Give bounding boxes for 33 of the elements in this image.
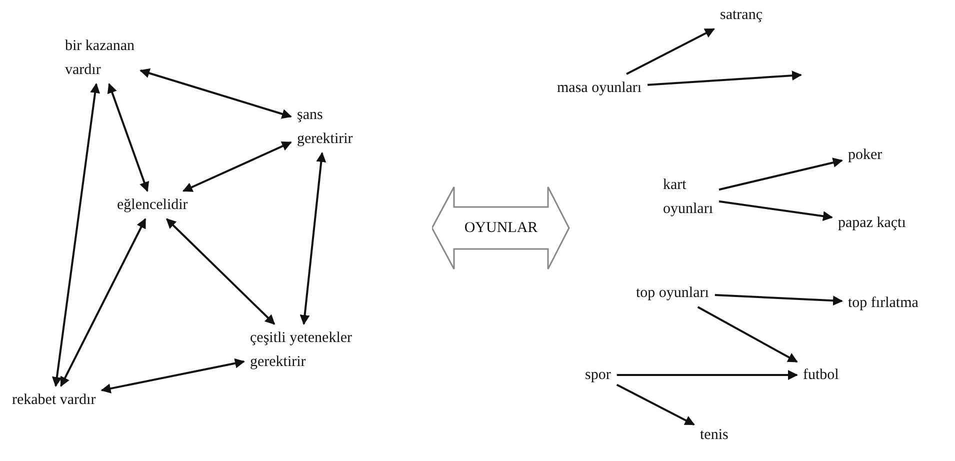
arrow [648, 70, 802, 86]
node-label: çeşitli yetenekler gerektirir [250, 329, 354, 372]
arrow [626, 28, 715, 75]
arrow [718, 158, 843, 191]
node-label: eğlencelidir [117, 196, 189, 215]
arrow [107, 83, 150, 192]
node-label: satranç [720, 6, 764, 25]
arrow [60, 218, 146, 387]
node-label: kart oyunları [663, 176, 714, 219]
arrow [714, 294, 843, 306]
node-label: tenis [700, 426, 730, 445]
arrow [697, 306, 798, 363]
node-label: spor [585, 366, 612, 385]
arrow [300, 152, 326, 325]
double-arrow-shape [432, 185, 570, 271]
arrow [140, 68, 292, 119]
arrow [616, 384, 695, 426]
arrow [52, 83, 100, 387]
node-label: papaz kaçtı [838, 214, 907, 233]
arrow [166, 218, 276, 325]
arrow [718, 200, 833, 222]
node-label: top fırlatma [848, 294, 920, 313]
arrow [182, 141, 292, 192]
node-label: poker [848, 146, 884, 165]
node-label: top oyunları [636, 284, 710, 303]
arrow [100, 358, 245, 394]
node-label: OYUNLAR [464, 219, 538, 238]
node-label: şans gerektirir [297, 106, 354, 149]
node-label: masa oyunları [557, 79, 643, 98]
node-label: rekabet vardır [12, 391, 97, 410]
node-label: futbol [803, 366, 840, 385]
arrow [616, 370, 798, 380]
node-label: bir kazanan vardır [65, 37, 136, 80]
